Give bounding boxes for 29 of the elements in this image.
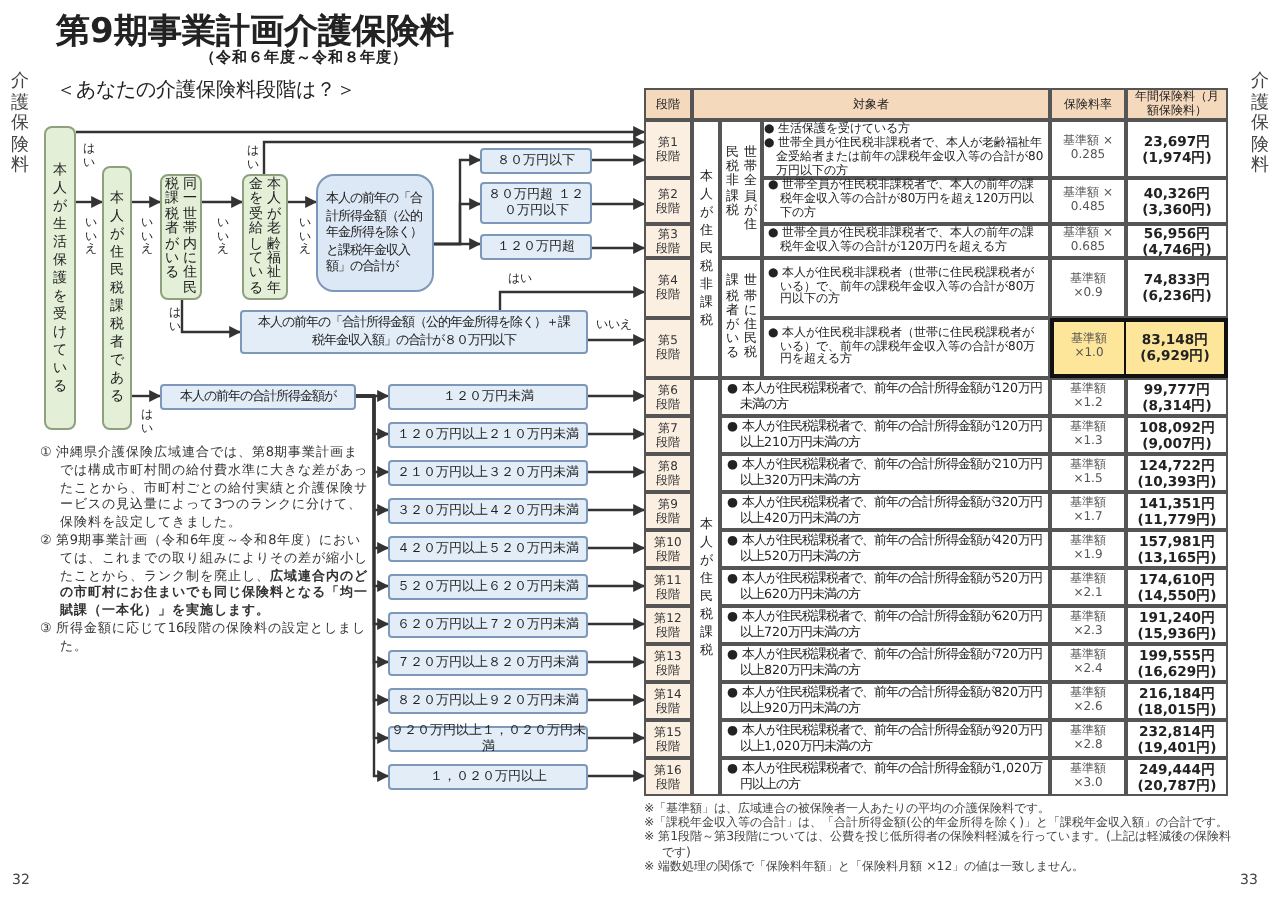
arrow — [592, 242, 646, 254]
arrow — [288, 196, 318, 208]
heading: ＜あなたの介護保険料段階は？＞ — [56, 77, 358, 100]
arrow — [592, 154, 646, 166]
arrow — [180, 300, 242, 338]
arrow — [588, 466, 646, 478]
arrow — [588, 334, 646, 346]
arrow — [588, 732, 646, 744]
arrow — [588, 656, 646, 668]
title: 第9期事業計画介護保険料 — [56, 10, 456, 52]
arrow — [262, 136, 646, 174]
arrow — [588, 542, 646, 554]
arrow — [592, 198, 646, 210]
arrow — [588, 428, 646, 440]
arrow — [588, 580, 646, 592]
arrow — [588, 504, 646, 516]
arrow — [434, 238, 482, 250]
arrow — [498, 286, 646, 310]
arrow — [202, 196, 244, 208]
arrow — [132, 390, 162, 402]
arrow — [76, 126, 646, 138]
side-heading: 介護保険料 — [9, 72, 31, 180]
arrow — [588, 770, 646, 782]
arrow — [76, 196, 104, 208]
arrow — [132, 196, 162, 208]
arrow — [588, 618, 646, 630]
arrow — [588, 694, 646, 706]
arrow — [588, 390, 646, 402]
side-heading: 介護保険料 — [1249, 72, 1271, 180]
